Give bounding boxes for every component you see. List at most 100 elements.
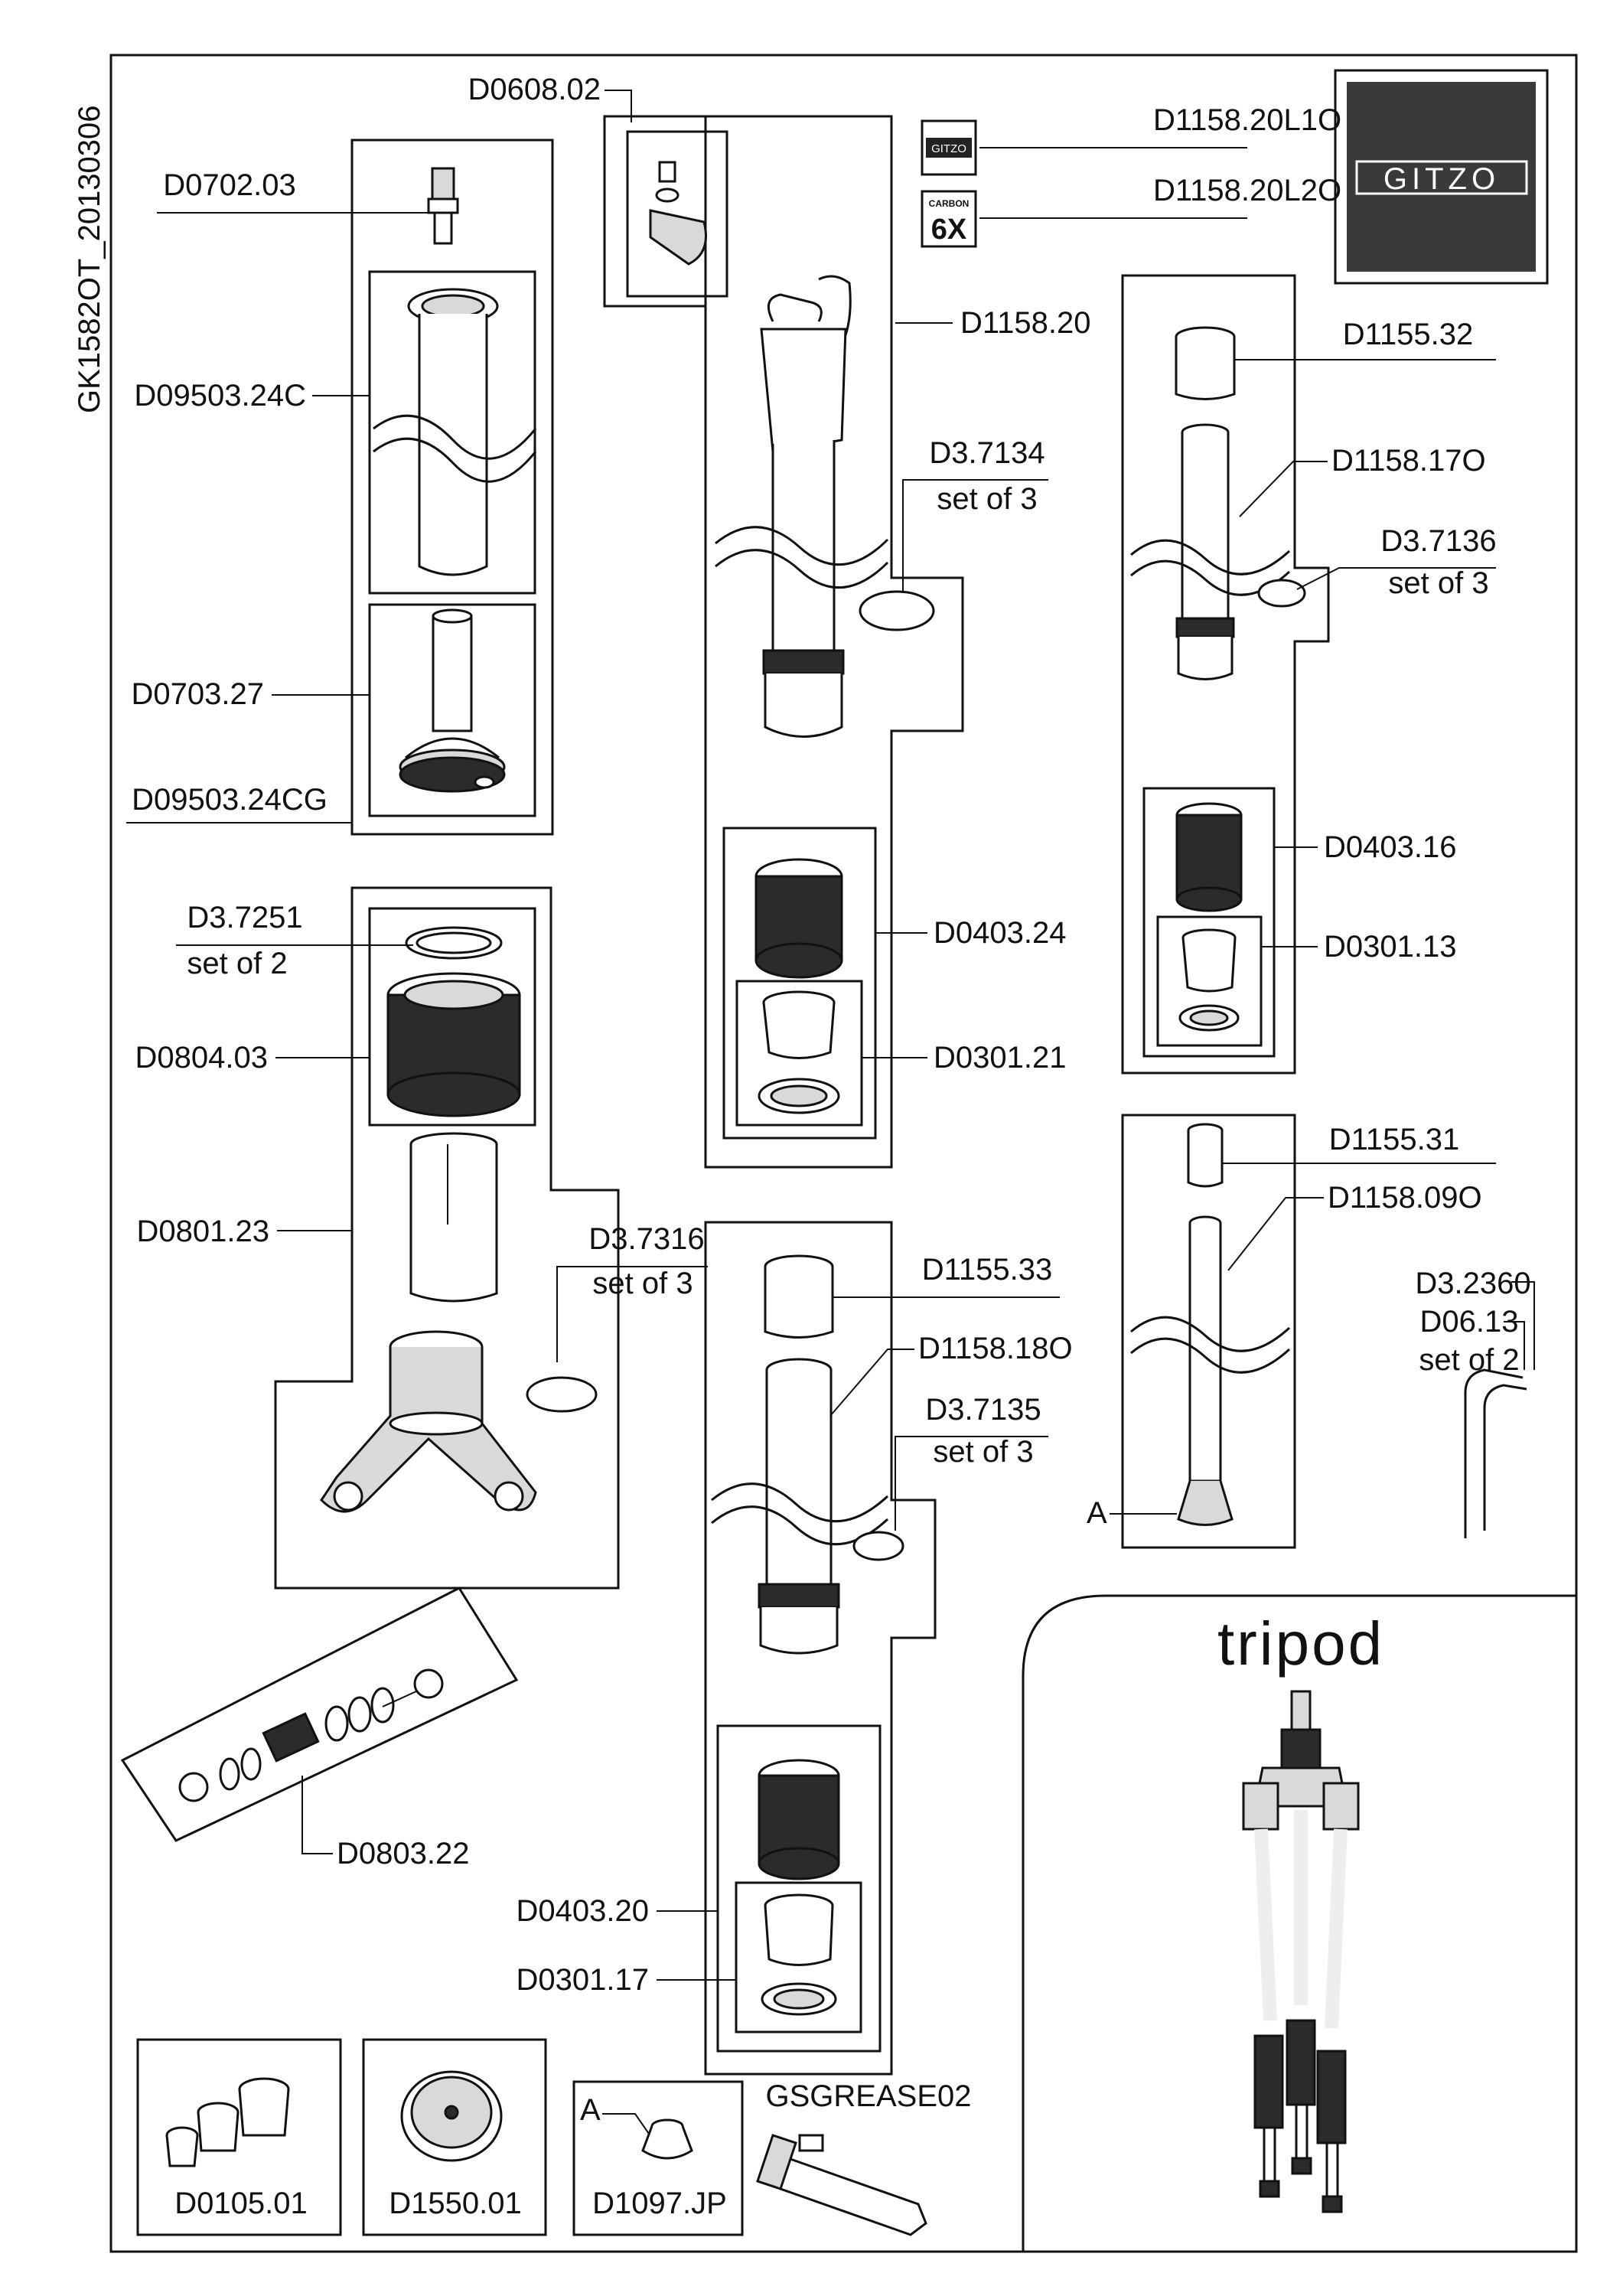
apex-collar-box: [368, 907, 536, 1127]
part-label: D1158.20: [960, 306, 1091, 340]
part-label-qty: set of 2: [1419, 1343, 1519, 1377]
part-label: D3.7136: [1380, 524, 1496, 558]
tripod-panel: [1022, 1594, 1576, 2252]
svg-text:6X: 6X: [931, 214, 967, 246]
part-label: D09503.24CG: [132, 783, 328, 817]
part-label-qty: set of 2: [187, 947, 287, 980]
leader-line: [301, 1776, 333, 1854]
part-label: D1158.18O: [918, 1332, 1073, 1365]
column-cap-icon: [400, 2070, 503, 2162]
top-leg-insert-box: [735, 980, 863, 1127]
sheet-code: GK1582OT_20130306: [73, 105, 106, 413]
part-label: D0301.21: [934, 1041, 1066, 1075]
centre-column-base-icon: [399, 608, 506, 793]
leader-line: [1504, 1321, 1525, 1370]
o-ring-icon: [852, 1531, 904, 1561]
sleeve-bushing-icon: [1187, 1123, 1224, 1188]
hook-screw-icon: [427, 167, 459, 245]
middle-leg-insert-box: [735, 1881, 862, 2033]
ring-seal-icon: [405, 926, 503, 960]
part-label: D1097.JP: [592, 2187, 727, 2220]
middle-leg-group-box: [704, 1221, 937, 2076]
gitzo-logo: GITZO: [1334, 69, 1549, 285]
top-leg-group-box: [704, 115, 964, 1169]
part-label: D0403.16: [1324, 830, 1456, 864]
tripod-title: tripod: [1217, 1609, 1384, 1678]
part-label: D0403.24: [934, 916, 1066, 950]
leader-line: [1239, 461, 1328, 517]
leg-angle-lock-icon: [649, 161, 707, 266]
sleeve-bushing-icon: [764, 1254, 834, 1339]
o-ring-icon: [1257, 579, 1306, 608]
part-label-qty: set of 3: [937, 482, 1037, 516]
bottom-leg-group-box: [1121, 1114, 1296, 1549]
leader-line: [1296, 567, 1496, 590]
callout-a: A: [1087, 1496, 1107, 1530]
leader-line: [829, 1349, 914, 1417]
part-label: D09503.24C: [134, 379, 306, 413]
leader-line: [902, 479, 1048, 593]
part-label: GSGREASE02: [765, 2079, 971, 2113]
logo-text: GITZO: [1383, 162, 1500, 196]
o-ring-icon: [859, 590, 935, 631]
bottom-leg-tube-icon: [1130, 1215, 1291, 1526]
part-label: D1155.33: [922, 1253, 1053, 1287]
callout-a: A: [580, 2093, 601, 2127]
bushing-ring-icon: [761, 1982, 837, 2016]
hex-key-icon: [1464, 1368, 1527, 1538]
leader-line: [556, 1266, 708, 1362]
svg-text:CARBON: CARBON: [929, 198, 970, 209]
spider-apex-icon: [320, 1330, 537, 1513]
leader-line: [1511, 1281, 1535, 1370]
part-label: D3.7316: [588, 1222, 704, 1256]
grease-tube-icon: [756, 2134, 927, 2236]
part-label: D3.7251: [187, 901, 302, 934]
part-label: D0608.02: [468, 73, 601, 106]
assembled-tripod-icon: [1242, 1690, 1360, 2213]
centre-column-tube-box: [368, 270, 536, 595]
part-label: D0105.01: [174, 2187, 307, 2220]
svg-text:GITZO: GITZO: [931, 142, 966, 155]
bushing-ring-icon: [1178, 1004, 1240, 1032]
centre-column-group-box: [350, 139, 554, 836]
split-sleeve-icon: [409, 1132, 498, 1303]
leg-joint-screw-box: [120, 1587, 519, 1842]
sleeve-bushing-icon: [1175, 326, 1236, 400]
top-leg-tube-icon: [715, 275, 889, 738]
part-label: D0301.13: [1324, 930, 1456, 964]
o-ring-icon: [526, 1376, 598, 1413]
foot-a-box: [572, 2080, 744, 2236]
page-frame: [109, 54, 1578, 2253]
feet-set-box: [136, 2038, 342, 2236]
apex-group-box: [274, 886, 620, 1590]
middle-leg-lock-box: [716, 1724, 882, 2053]
part-label-qty: set of 3: [1388, 566, 1488, 600]
cap-box: [362, 2038, 547, 2236]
part-label: D1550.01: [389, 2187, 521, 2220]
leg-angle-lock-inner-box: [626, 130, 728, 298]
part-label: D1158.09O: [1328, 1181, 1482, 1215]
knurled-leg-lock-icon: [1175, 802, 1243, 912]
third-leg-insert-box: [1156, 915, 1263, 1047]
part-label: D1155.32: [1343, 318, 1474, 351]
split-insert-icon: [762, 990, 836, 1059]
part-label-qty: set of 3: [933, 1435, 1033, 1469]
knurled-leg-lock-icon: [754, 858, 843, 979]
top-leg-lock-box: [722, 827, 877, 1140]
part-label: D3.7134: [929, 436, 1045, 470]
split-insert-icon: [1181, 928, 1237, 993]
rubber-feet-icon: [165, 2077, 290, 2167]
part-label: D0403.20: [517, 1894, 649, 1928]
leg-angle-lock-box: [603, 115, 707, 308]
part-label: D3.7135: [925, 1393, 1041, 1427]
centre-column-tube-icon: [373, 288, 537, 576]
centre-column-base-box: [368, 603, 536, 817]
leader-line: [605, 90, 632, 122]
leg-joint-screw-icon: [178, 1668, 444, 1802]
knurled-collar-icon: [386, 972, 521, 1117]
split-insert-icon: [764, 1893, 834, 1966]
part-label: D0702.03: [163, 168, 295, 202]
spike-foot-icon: [641, 2118, 693, 2160]
third-leg-tube-icon: [1130, 423, 1291, 680]
